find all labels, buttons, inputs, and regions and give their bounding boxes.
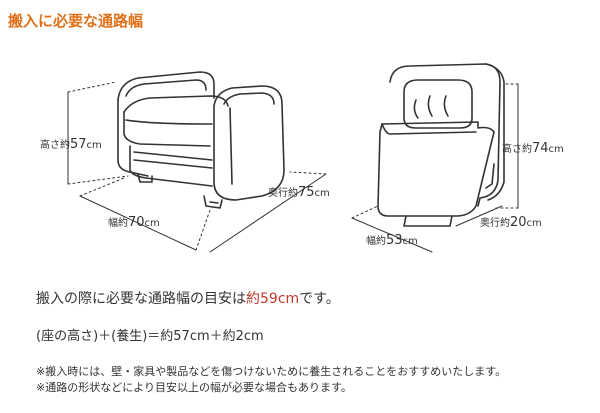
summary-suffix: です。 (299, 291, 340, 307)
chair-illustration (117, 71, 285, 209)
cover-width-label: 幅約53cm (366, 233, 418, 248)
note-protection: ※搬入時には、壁・家具や製品などを傷つけないために養生されることをおすすめいたし… (36, 365, 507, 378)
cover-height-label: 高さ約74cm (502, 141, 564, 156)
note-passage-shape: ※通路の形状などにより目安以上の幅が必要な場合もあります。 (36, 381, 352, 394)
cover-depth-label: 奥行約20cm (480, 215, 542, 230)
chair-width-label: 幅約70cm (108, 215, 160, 230)
chair-depth-label: 奥行約75cm (268, 185, 330, 200)
cover-illustration (377, 63, 505, 227)
passage-width-summary: 搬入の際に必要な通路幅の目安は約59cmです。 (36, 288, 340, 308)
product-illustration (67, 63, 519, 253)
chair-height-label: 高さ約57cm (40, 137, 102, 152)
page-title: 搬入に必要な通路幅 (8, 12, 144, 30)
summary-prefix: 搬入の際に必要な通路幅の目安は (36, 291, 246, 307)
summary-highlight: 約59cm (246, 291, 300, 307)
width-formula: (座の高さ)＋(養生)＝約57cm＋約2cm (36, 329, 264, 344)
